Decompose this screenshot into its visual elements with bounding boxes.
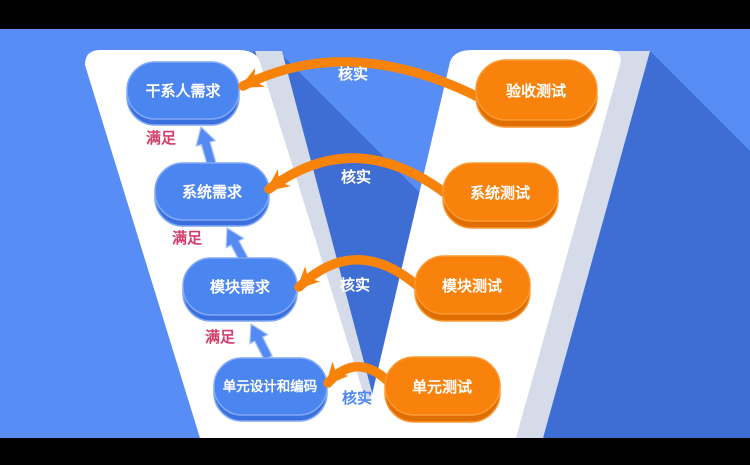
left-nodes: 干系人需求 系统需求 模块需求 单元设计和编码 xyxy=(126,61,328,422)
verify-arrow-3 xyxy=(294,255,425,293)
verify-label-4: 核实 xyxy=(342,389,372,407)
system-test-label: 系统测试 xyxy=(470,184,530,202)
v-shape xyxy=(85,50,621,438)
diagram-stage: 干系人需求 系统需求 模块需求 单元设计和编码 xyxy=(0,29,750,438)
verify-arrow-2 xyxy=(264,153,454,201)
system-test-node: 系统测试 xyxy=(442,162,559,229)
stakeholder-requirements-node: 干系人需求 xyxy=(126,61,240,126)
satisfy-label-3: 满足 xyxy=(205,328,236,346)
satisfy-label-1: 满足 xyxy=(146,129,177,147)
stakeholder-requirements-label: 干系人需求 xyxy=(145,82,221,100)
verify-arrow-4 xyxy=(323,361,396,389)
verify-label-2: 核实 xyxy=(341,168,371,186)
v-inner-edge-band xyxy=(255,51,374,400)
unit-design-coding-label: 单元设计和编码 xyxy=(223,378,318,394)
module-requirements-node: 模块需求 xyxy=(182,257,298,322)
unit-test-label: 单元测试 xyxy=(412,378,472,396)
v-long-shadow xyxy=(543,51,750,438)
unit-test-node: 单元测试 xyxy=(384,356,501,423)
v-inner-lit-area xyxy=(278,51,457,195)
unit-design-coding-node: 单元设计和编码 xyxy=(213,357,328,422)
verify-label-1: 核实 xyxy=(338,65,368,83)
verify-label-3: 核实 xyxy=(340,276,370,294)
edge-labels: 核实 核实 核实 核实 满足 满足 满足 xyxy=(146,65,372,407)
letterbox-top xyxy=(0,0,750,29)
verify-arrows xyxy=(238,57,487,389)
letterbox-bottom xyxy=(0,438,750,465)
module-test-node: 模块测试 xyxy=(414,255,531,322)
verify-arrow-1 xyxy=(238,57,487,104)
v-model-diagram: 干系人需求 系统需求 模块需求 单元设计和编码 xyxy=(0,29,750,438)
satisfy-label-2: 满足 xyxy=(172,229,203,247)
right-nodes: 验收测试 系统测试 模块测试 单元测试 xyxy=(384,59,598,423)
acceptance-test-node: 验收测试 xyxy=(475,59,598,128)
module-test-label: 模块测试 xyxy=(442,277,502,295)
module-requirements-label: 模块需求 xyxy=(210,278,271,296)
system-requirements-label: 系统需求 xyxy=(182,183,243,201)
system-requirements-node: 系统需求 xyxy=(154,162,270,227)
acceptance-test-label: 验收测试 xyxy=(506,82,566,100)
